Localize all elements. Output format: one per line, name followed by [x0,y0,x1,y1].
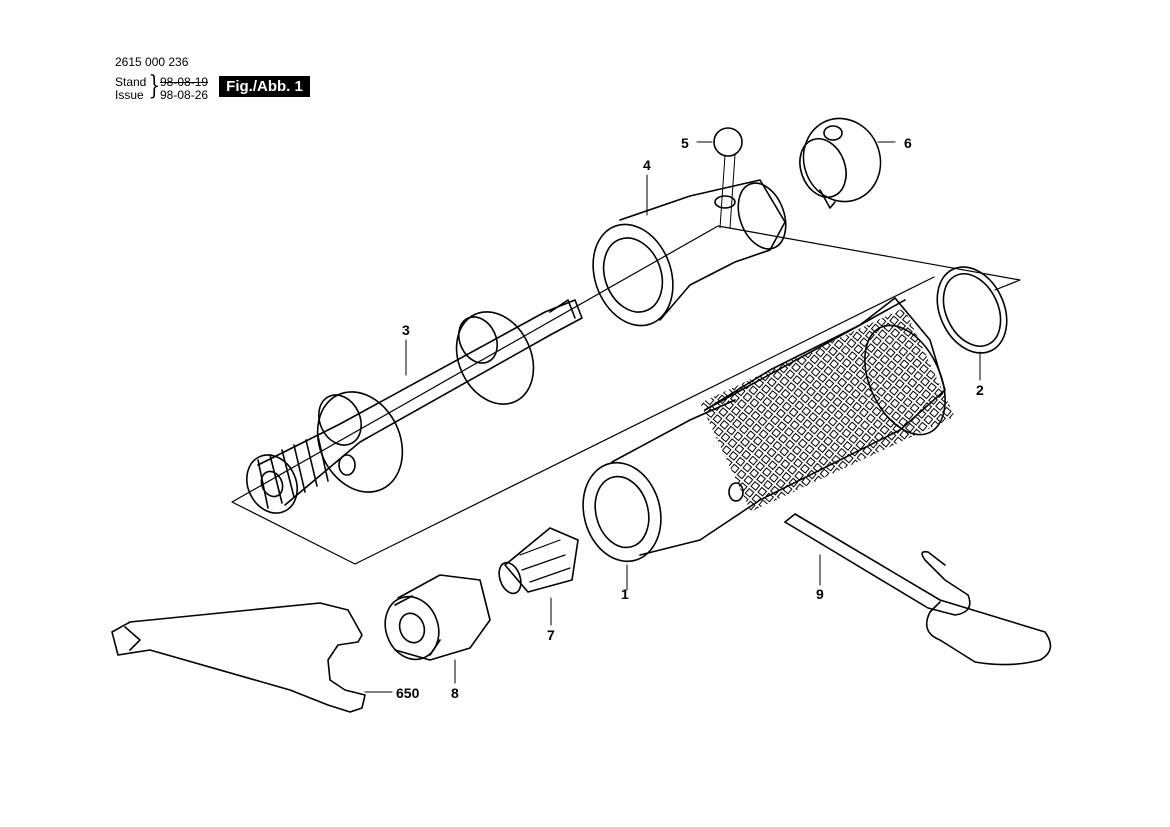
part-650-wrench [111,602,366,713]
part-4-coupling [592,154,787,327]
part-1-handle [582,297,955,563]
part-2-ring [936,266,1008,354]
part-8-nut [384,574,491,661]
issue-date: 98-08-26 [160,88,209,102]
callout-8: 8 [451,685,459,701]
part-9-pin [784,513,1052,666]
callout-3: 3 [402,322,410,338]
callout-2: 2 [976,382,984,398]
part-6-clip [799,117,882,209]
assembly-plate-outline [231,225,1021,565]
callout-4: 4 [643,157,651,173]
brace-icon: } [148,71,161,101]
part-7-collet [498,527,579,595]
part-number: 2615 000 236 [115,55,189,69]
part-3-spindle [246,299,583,514]
stand-date: 98-08-19 [160,75,209,89]
callout-5: 5 [681,135,689,151]
callout-650: 650 [396,685,420,701]
callout-9: 9 [816,586,824,602]
callout-6: 6 [904,135,912,151]
issue-label: Issue [115,88,144,102]
part-5-ball [713,127,743,157]
figure-label: Fig./Abb. 1 [219,76,310,97]
callout-7: 7 [547,627,555,643]
callout-1: 1 [621,586,629,602]
stand-label: Stand [115,75,147,89]
